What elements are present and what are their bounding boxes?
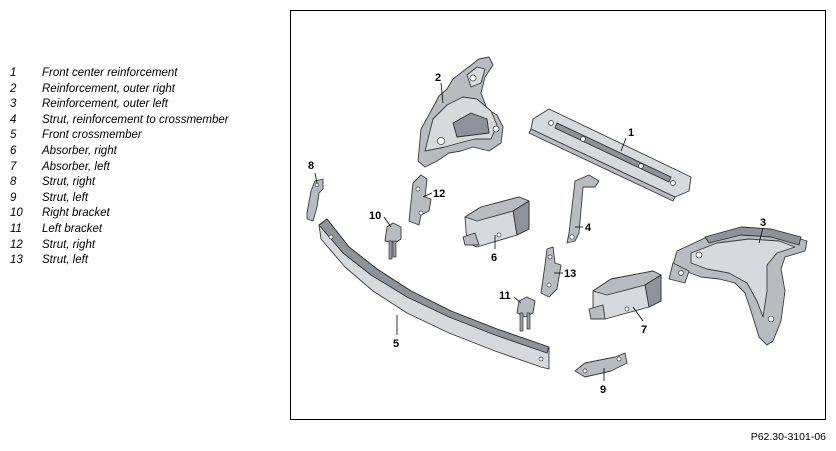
legend-item: 8 Strut, right: [10, 175, 229, 191]
legend-label: Strut, left: [42, 254, 89, 267]
legend-number: 3: [10, 98, 17, 111]
legend-item: 6 Absorber, right: [10, 144, 229, 160]
legend-label: Absorber, left: [42, 160, 110, 173]
exploded-view-diagram: 1 2 3 4 5 6 7 8 9 10 11 12 13: [290, 10, 826, 420]
callout-3: 3: [760, 217, 766, 229]
part-absorber-left: [588, 270, 662, 320]
legend-label: Strut, right: [42, 176, 96, 189]
callout-5: 5: [393, 338, 399, 350]
legend-label: Reinforcement, outer left: [42, 98, 168, 111]
legend-item: 12 Strut, right: [10, 238, 229, 254]
part-strut-right-12: [408, 174, 432, 226]
legend-item: 1 Front center reinforcement: [10, 66, 229, 82]
legend-label: Absorber, right: [42, 144, 117, 157]
leader-line-2: [440, 82, 444, 104]
callout-4: 4: [585, 222, 592, 234]
legend-number: 2: [10, 82, 17, 95]
legend-number: 13: [10, 254, 23, 267]
legend-number: 7: [10, 160, 17, 173]
legend-number: 1: [10, 67, 17, 79]
callout-12: 12: [433, 188, 445, 200]
callout-11: 11: [499, 290, 511, 302]
part-reinforcement-outer-right: [417, 56, 504, 168]
callout-8: 8: [308, 160, 314, 172]
leader-line-8: [314, 172, 318, 184]
part-front-crossmember: [318, 218, 550, 370]
legend-number: 6: [10, 144, 17, 157]
legend-number: 5: [10, 129, 17, 142]
legend-item: 10 Right bracket: [10, 206, 229, 222]
legend-label: Strut, reinforcement to crossmember: [42, 113, 229, 126]
legend-number: 12: [10, 238, 23, 251]
leader-line-3: [758, 227, 764, 244]
part-front-center-reinforcement: [528, 108, 692, 202]
legend-label: Right bracket: [42, 207, 110, 220]
leader-line-12: [422, 192, 433, 198]
callout-2: 2: [435, 72, 441, 84]
figure-reference: P62.30-3101-06: [750, 431, 826, 443]
callout-13: 13: [564, 268, 576, 280]
part-strut-left-9: [574, 352, 628, 378]
legend-item: 2 Reinforcement, outer right: [10, 82, 229, 98]
legend-number: 10: [10, 207, 23, 220]
callout-10: 10: [369, 210, 381, 222]
legend-item: 13 Strut, left: [10, 253, 229, 269]
legend-item: 11 Left bracket: [10, 222, 229, 238]
legend-number: 8: [10, 176, 17, 189]
legend-number: 4: [10, 113, 17, 126]
legend-label: Left bracket: [42, 222, 103, 235]
part-strut-right: [306, 178, 324, 222]
callout-6: 6: [491, 252, 497, 264]
legend-item: 3 Reinforcement, outer left: [10, 97, 229, 113]
legend-item: 4 Strut, reinforcement to crossmember: [10, 113, 229, 129]
part-right-bracket: [384, 222, 402, 260]
legend-number: 9: [10, 191, 17, 204]
leader-line-10: [383, 216, 392, 228]
leader-line-11: [513, 296, 522, 304]
part-absorber-right: [462, 196, 530, 248]
leader-line-7: [632, 306, 644, 322]
legend-label: Strut, right: [42, 238, 96, 251]
part-strut-reinforcement-to-crossmember: [566, 174, 600, 244]
legend-label: Front crossmember: [42, 129, 142, 142]
part-strut-left: [540, 246, 562, 298]
legend-item: 9 Strut, left: [10, 191, 229, 207]
diagram-canvas: 1 2 3 4 5 6 7 8 9 10 11 12 13: [306, 56, 808, 396]
leader-line-1: [620, 137, 627, 152]
part-reinforcement-outer-left: [668, 226, 808, 346]
legend-label: Front center reinforcement: [42, 67, 178, 79]
legend-label: Strut, left: [42, 191, 89, 204]
callout-9: 9: [600, 384, 606, 396]
callout-1: 1: [628, 127, 634, 139]
part-left-bracket: [516, 296, 536, 332]
legend-item: 5 Front crossmember: [10, 128, 229, 144]
legend-label: Reinforcement, outer right: [42, 82, 175, 95]
legend-number: 11: [10, 222, 22, 235]
callout-7: 7: [641, 324, 647, 336]
legend-item: 7 Absorber, left: [10, 160, 229, 176]
